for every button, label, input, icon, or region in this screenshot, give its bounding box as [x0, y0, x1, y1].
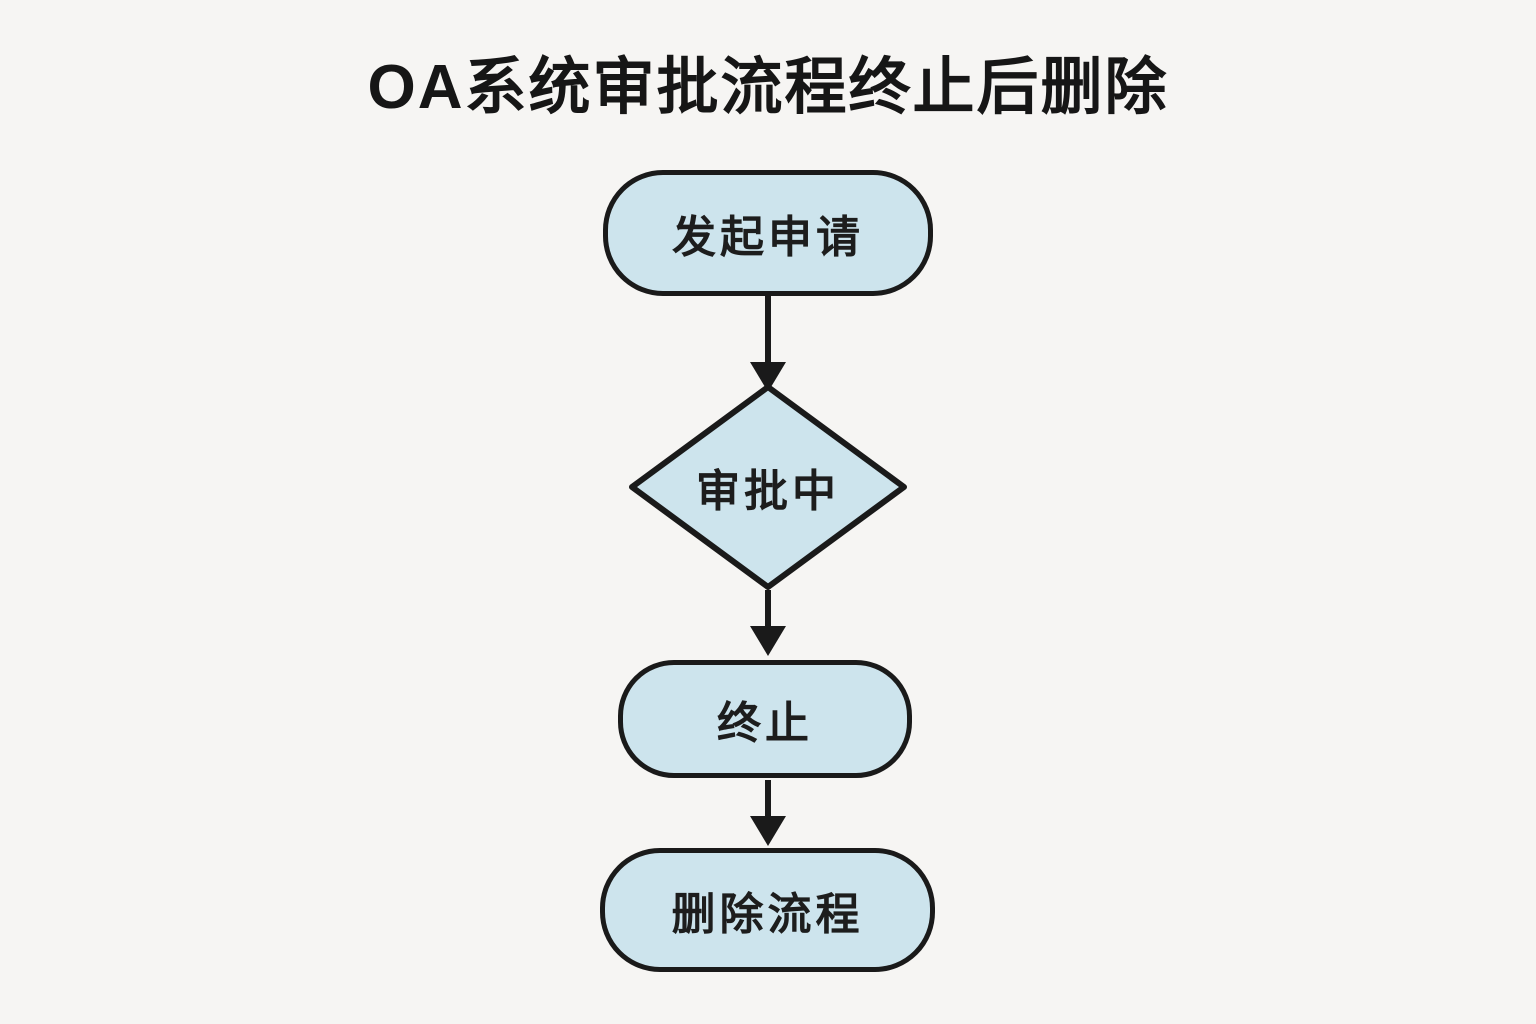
node-start: 发起申请: [603, 170, 933, 296]
arrow-approving-to-terminate: [750, 590, 786, 656]
arrow-start-to-approving: [750, 296, 786, 392]
node-approving-label: 审批中: [696, 467, 840, 516]
node-start-label: 发起申请: [672, 213, 864, 262]
node-delete-label: 删除流程: [671, 890, 864, 939]
diagram-title: OA系统审批流程终止后删除: [367, 53, 1169, 122]
node-terminate: 终止: [618, 660, 912, 778]
node-delete: 删除流程: [600, 848, 935, 972]
arrow-terminate-to-delete: [750, 780, 786, 846]
arrowhead-icon: [750, 816, 786, 846]
node-approving: 审批中: [632, 387, 904, 587]
node-terminate-label: 终止: [717, 699, 813, 748]
arrowhead-icon: [750, 626, 786, 656]
